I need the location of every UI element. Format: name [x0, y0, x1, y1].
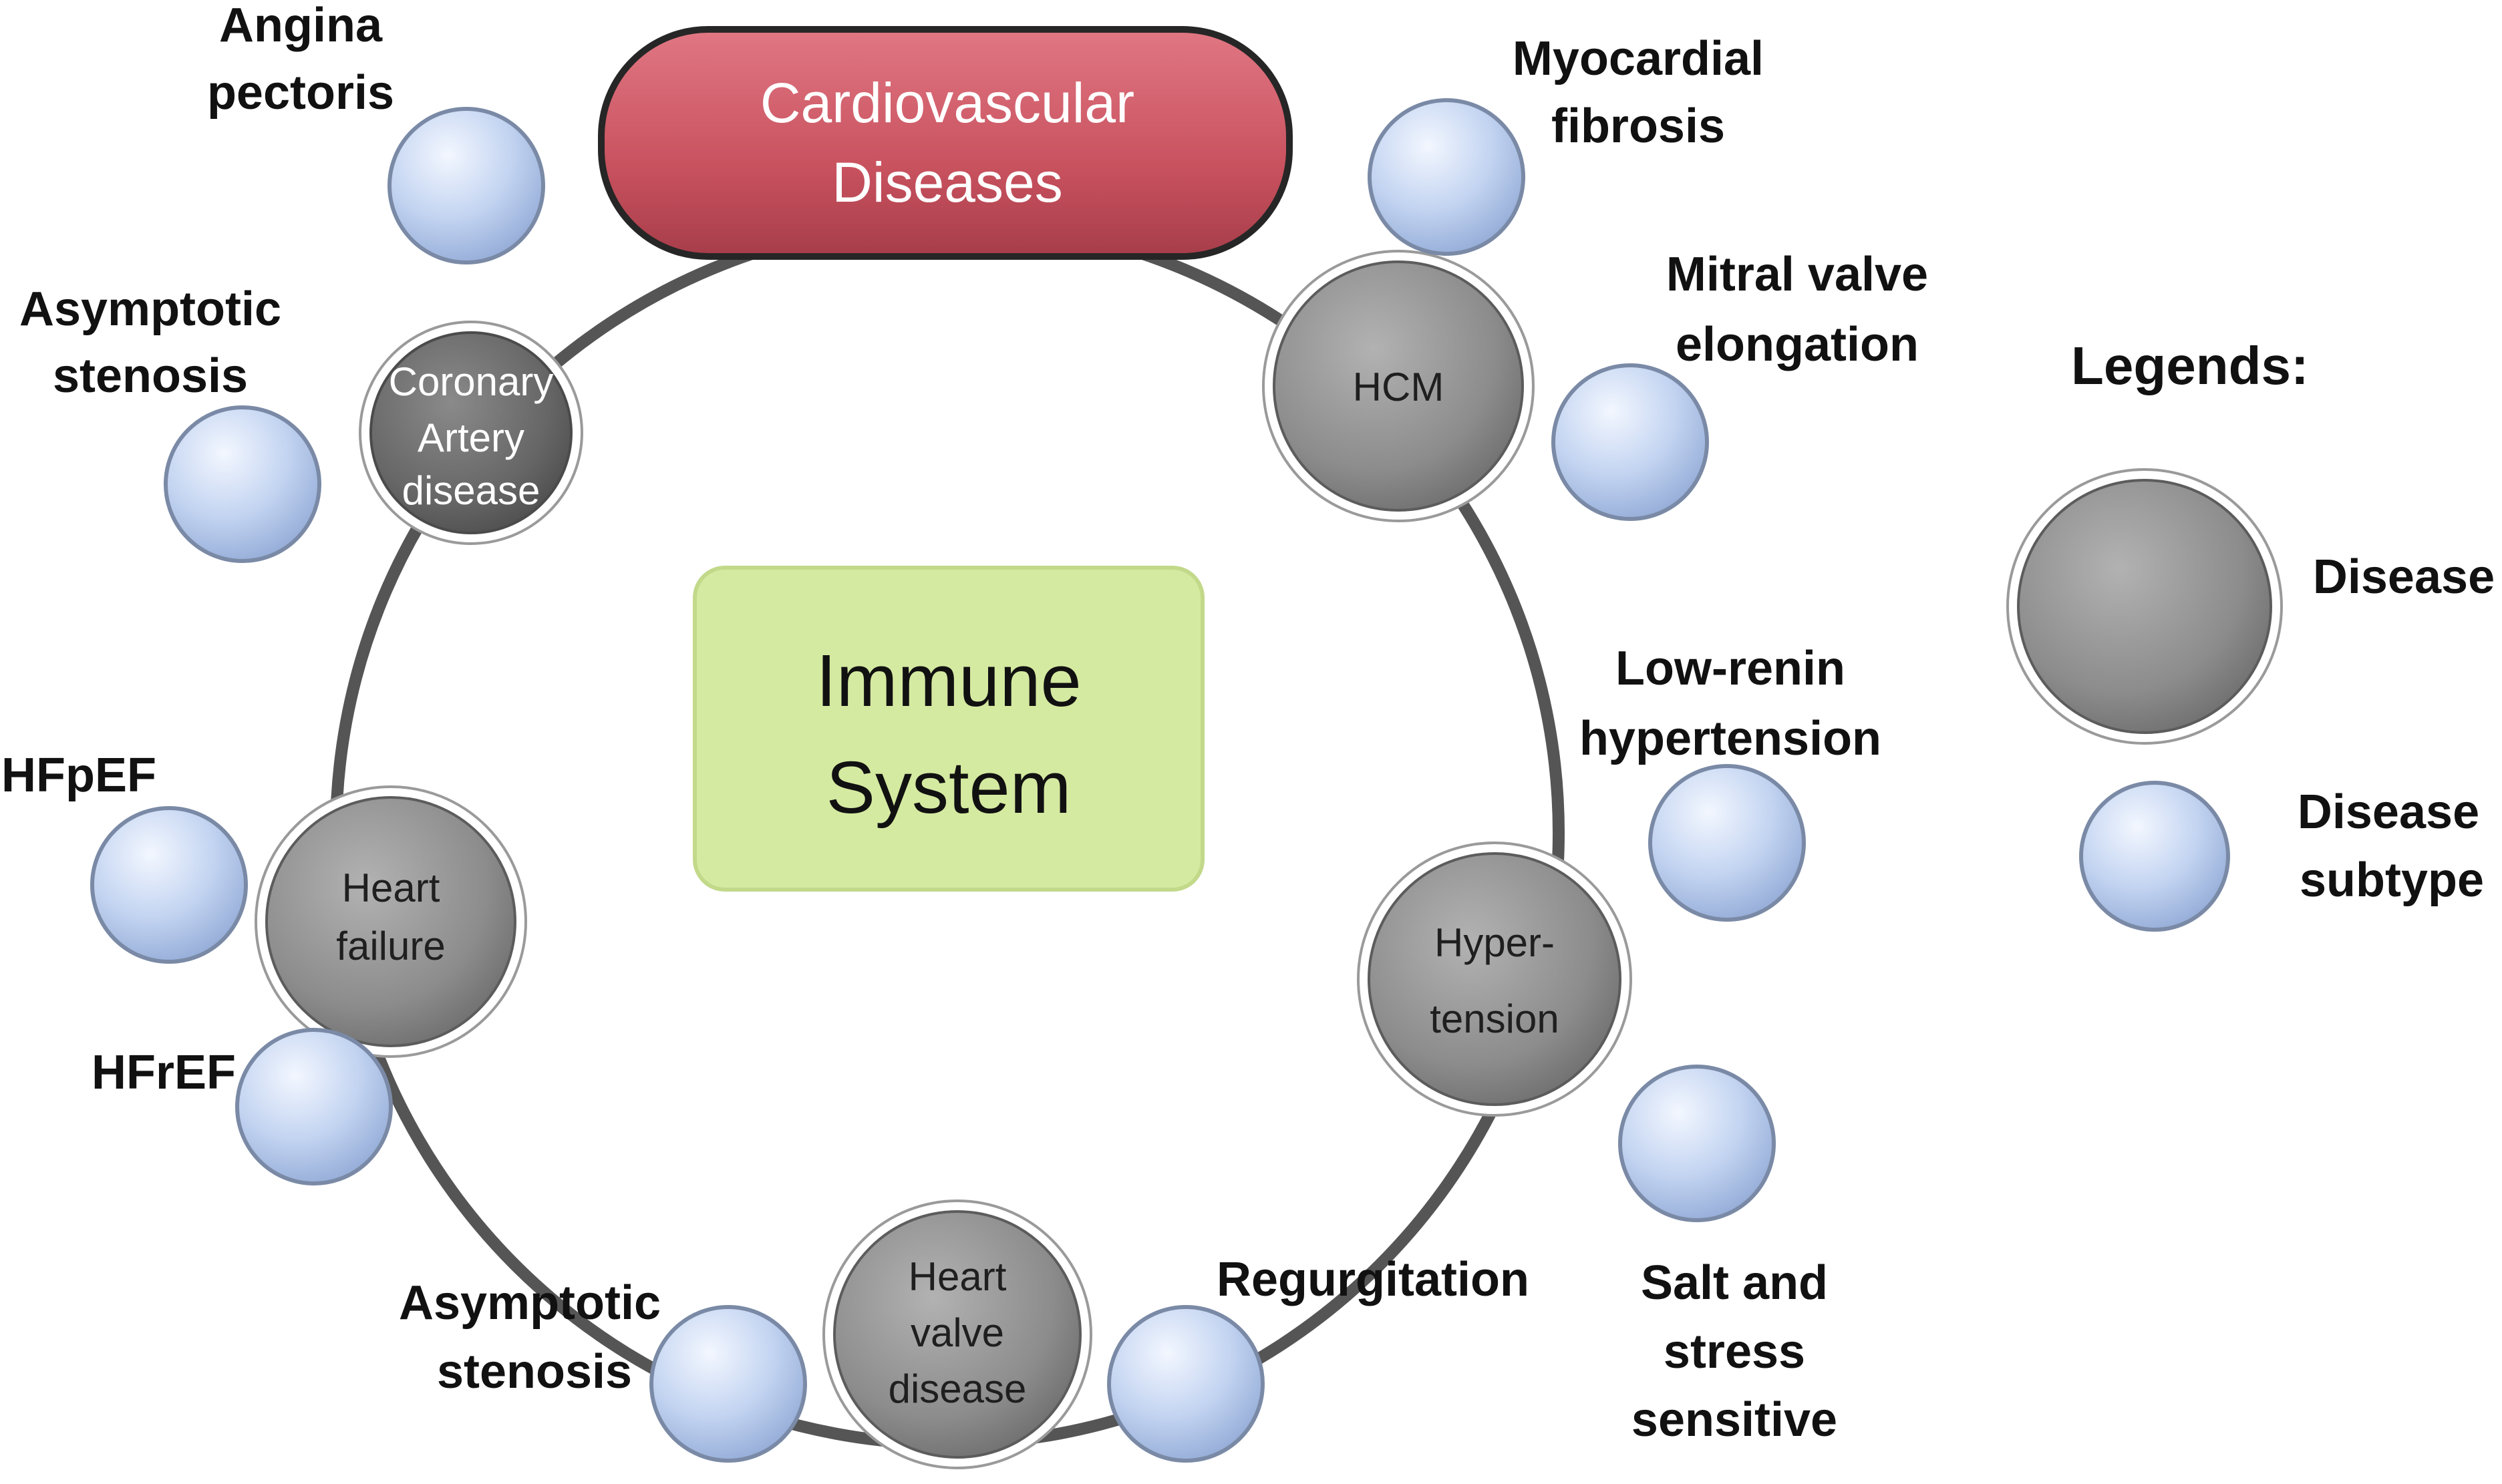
label-myocardial-2: fibrosis: [1551, 100, 1725, 153]
heart-failure-line-1: Heart: [342, 866, 440, 910]
subtype-node-hfpef: [90, 806, 248, 964]
label-angina-2: pectoris: [207, 66, 394, 120]
subtype-node-low-renin: [1648, 764, 1806, 922]
subtype-node-angina: [387, 107, 545, 264]
disease-node-hcm: HCM: [1262, 250, 1535, 522]
label-regurgitation-1: Regurgitation: [1217, 1253, 1529, 1306]
hypertension-line-1: Hyper-: [1434, 920, 1555, 965]
immune-system-node: Immune System: [693, 566, 1205, 892]
subtype-node-asymptotic-cad: [164, 405, 321, 563]
hypertension-line-2: tension: [1430, 996, 1559, 1041]
subtype-node-regurgitation: [1107, 1305, 1265, 1463]
subtype-node-myocardial: [1368, 98, 1525, 256]
hcm-line-1: HCM: [1353, 365, 1444, 409]
label-low-renin-1: Low-renin: [1615, 642, 1845, 695]
label-angina-1: Angina: [219, 0, 383, 52]
legend-subtype-label-1: Disease: [2298, 785, 2479, 839]
coronary-line-1: Coronary: [389, 359, 554, 404]
legend-subtype-label-2: subtype: [2300, 854, 2484, 907]
heart-valve-line-2: valve: [911, 1310, 1004, 1355]
heart-valve-line-3: disease: [889, 1366, 1027, 1411]
center-line-2: System: [826, 747, 1072, 829]
label-asymptotic-valve-2: stenosis: [437, 1345, 632, 1399]
label-salt-1: Salt and: [1641, 1256, 1828, 1310]
heart-failure-line-2: failure: [336, 924, 445, 968]
disease-node-coronary: Coronary Artery disease: [359, 321, 583, 545]
title-line-1: Cardiovascular: [760, 71, 1134, 134]
disease-node-hypertension: Hyper- tension: [1357, 842, 1632, 1117]
title-node: Cardiovascular Diseases: [598, 26, 1293, 260]
label-mitral-1: Mitral valve: [1666, 248, 1928, 301]
label-low-renin-2: hypertension: [1579, 712, 1881, 765]
legend-disease-swatch: [2006, 468, 2283, 745]
label-myocardial-1: Myocardial: [1513, 32, 1764, 85]
label-asymptotic-cad-2: stenosis: [53, 349, 248, 403]
label-asymptotic-cad-1: Asymptotic: [19, 283, 281, 336]
label-mitral-2: elongation: [1676, 318, 1919, 371]
center-line-1: Immune: [816, 640, 1081, 722]
coronary-line-3: disease: [402, 468, 540, 513]
label-salt-3: sensitive: [1631, 1393, 1837, 1447]
label-asymptotic-valve-1: Asymptotic: [399, 1276, 661, 1330]
label-hfpef-1: HFpEF: [1, 749, 156, 802]
title-line-2: Diseases: [832, 151, 1062, 214]
legend-subtype-swatch: [2079, 781, 2230, 932]
legend: Legends: Disease Disease subtype: [2006, 336, 2495, 932]
label-salt-2: stress: [1664, 1325, 1805, 1378]
legend-title: Legends:: [2071, 336, 2309, 395]
disease-node-heart-valve: Heart valve disease: [822, 1199, 1092, 1469]
subtype-node-salt: [1618, 1065, 1776, 1222]
subtype-node-hfref: [235, 1028, 393, 1185]
label-hfref-1: HFrEF: [92, 1046, 236, 1099]
legend-disease-label: Disease: [2313, 550, 2495, 604]
coronary-line-2: Artery: [418, 415, 524, 460]
subtype-node-mitral: [1551, 363, 1709, 521]
disease-node-heart-failure: Heart failure: [255, 785, 527, 1058]
subtype-node-asymptotic-valve: [649, 1305, 807, 1463]
heart-valve-line-1: Heart: [909, 1254, 1007, 1299]
